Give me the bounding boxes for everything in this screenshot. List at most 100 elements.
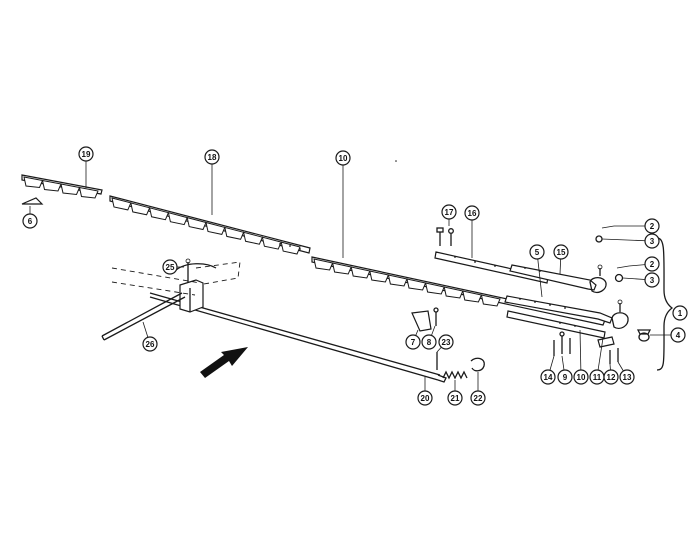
- knife-teeth-19: [23, 176, 99, 199]
- knife-tooth: [23, 176, 44, 189]
- callout-circle: [470, 390, 486, 406]
- bracket-7-8: [411, 307, 439, 332]
- callout-c14: 14: [540, 369, 556, 385]
- knife-tooth: [205, 221, 226, 235]
- callout-number: 12: [607, 373, 616, 382]
- callout-number: 26: [146, 340, 155, 349]
- callout-number: 3: [650, 276, 655, 285]
- callout-circle: [672, 305, 688, 321]
- callout-c13: 13: [619, 369, 635, 385]
- callout-c1: 1: [672, 305, 688, 321]
- callout-circle: [142, 336, 158, 352]
- guard-tip-6: [21, 197, 44, 205]
- arrow-left-down-icon: [200, 347, 248, 378]
- knife-head-bar-5: [504, 295, 613, 324]
- knife-section-19: [21, 174, 103, 199]
- knife-tooth: [60, 183, 81, 196]
- callout-c17: 17: [441, 204, 457, 220]
- callout-circle: [204, 149, 220, 165]
- callout-number: 8: [427, 338, 432, 347]
- callout-c19: 19: [78, 146, 94, 162]
- callout-number: 17: [445, 208, 454, 217]
- callout-circle: [421, 334, 437, 350]
- leader-line: [579, 329, 582, 378]
- knife-tooth: [111, 197, 132, 211]
- callout-c9: 9: [557, 369, 573, 385]
- group-bracket-1: [656, 237, 674, 371]
- callout-circle: [573, 369, 589, 385]
- callout-circle: [644, 272, 660, 288]
- callout-circle: [644, 233, 660, 249]
- callout-c5: 5: [529, 244, 545, 260]
- callout-number: 18: [208, 153, 217, 162]
- callout-c16: 16: [464, 205, 480, 221]
- callout-c10b: 10: [573, 369, 589, 385]
- spring-21: [442, 370, 468, 380]
- callout-c12: 12: [603, 369, 619, 385]
- callout-number: 10: [577, 373, 586, 382]
- leader-line: [601, 238, 653, 242]
- knife-tooth: [261, 236, 282, 250]
- clip-22: [470, 357, 485, 372]
- nut-washer-lower: [614, 265, 630, 283]
- callout-number: 11: [593, 373, 602, 382]
- callout-number: 6: [28, 217, 33, 226]
- knife-tooth: [41, 179, 62, 192]
- callout-circle: [644, 218, 660, 234]
- knife-tooth: [350, 266, 371, 279]
- knife-tooth: [78, 186, 99, 199]
- callout-circle: [438, 334, 454, 350]
- knife-tooth: [424, 282, 445, 295]
- callout-number: 19: [82, 150, 91, 159]
- knife-section-10: [311, 256, 606, 326]
- callout-c10a: 10: [335, 150, 351, 166]
- callout-circle: [644, 256, 660, 272]
- callout-c2b: 2: [644, 256, 660, 272]
- support-block: [111, 258, 241, 313]
- bolts-12-13: [597, 336, 619, 364]
- callout-number: 9: [563, 373, 568, 382]
- callout-circle: [405, 334, 421, 350]
- callout-number: 2: [650, 222, 655, 231]
- callout-c6: 6: [22, 213, 38, 229]
- callout-number: 15: [557, 248, 566, 257]
- knife-tooth: [186, 216, 207, 231]
- knife-tooth: [130, 202, 151, 216]
- callout-c21: 21: [447, 390, 463, 406]
- knife-tooth: [313, 258, 334, 271]
- callout-circle: [464, 205, 480, 221]
- callout-number: 21: [451, 394, 460, 403]
- callout-circle: [619, 369, 635, 385]
- callout-c2a: 2: [644, 218, 660, 234]
- callout-c26: 26: [142, 336, 158, 352]
- callout-circle: [335, 150, 351, 166]
- knife-tooth: [387, 274, 408, 287]
- knife-tooth: [480, 294, 501, 307]
- callout-c3a: 3: [644, 233, 660, 249]
- callout-c22: 22: [470, 390, 486, 406]
- callout-circle: [553, 244, 569, 260]
- callout-circle: [670, 327, 686, 343]
- callout-number: 20: [421, 394, 430, 403]
- callout-circle: [441, 204, 457, 220]
- bolts-9-14: [553, 331, 571, 356]
- callout-number: 22: [474, 394, 483, 403]
- callout-circle: [557, 369, 573, 385]
- callout-c18: 18: [204, 149, 220, 165]
- knife-teeth-10: [313, 258, 501, 307]
- callout-c15: 15: [553, 244, 569, 260]
- knife-section-18: [109, 195, 311, 255]
- callout-c25: 25: [162, 259, 178, 275]
- knife-tooth: [443, 286, 464, 299]
- callout-c3b: 3: [644, 272, 660, 288]
- callout-c20: 20: [417, 390, 433, 406]
- callout-number: 5: [535, 248, 540, 257]
- callout-number: 14: [544, 373, 553, 382]
- knife-tooth: [406, 278, 427, 291]
- callout-c4: 4: [670, 327, 686, 343]
- callout-number: 2: [650, 260, 655, 269]
- knife-head-15: [509, 264, 607, 294]
- callout-number: 3: [650, 237, 655, 246]
- knife-teeth-18: [111, 197, 301, 255]
